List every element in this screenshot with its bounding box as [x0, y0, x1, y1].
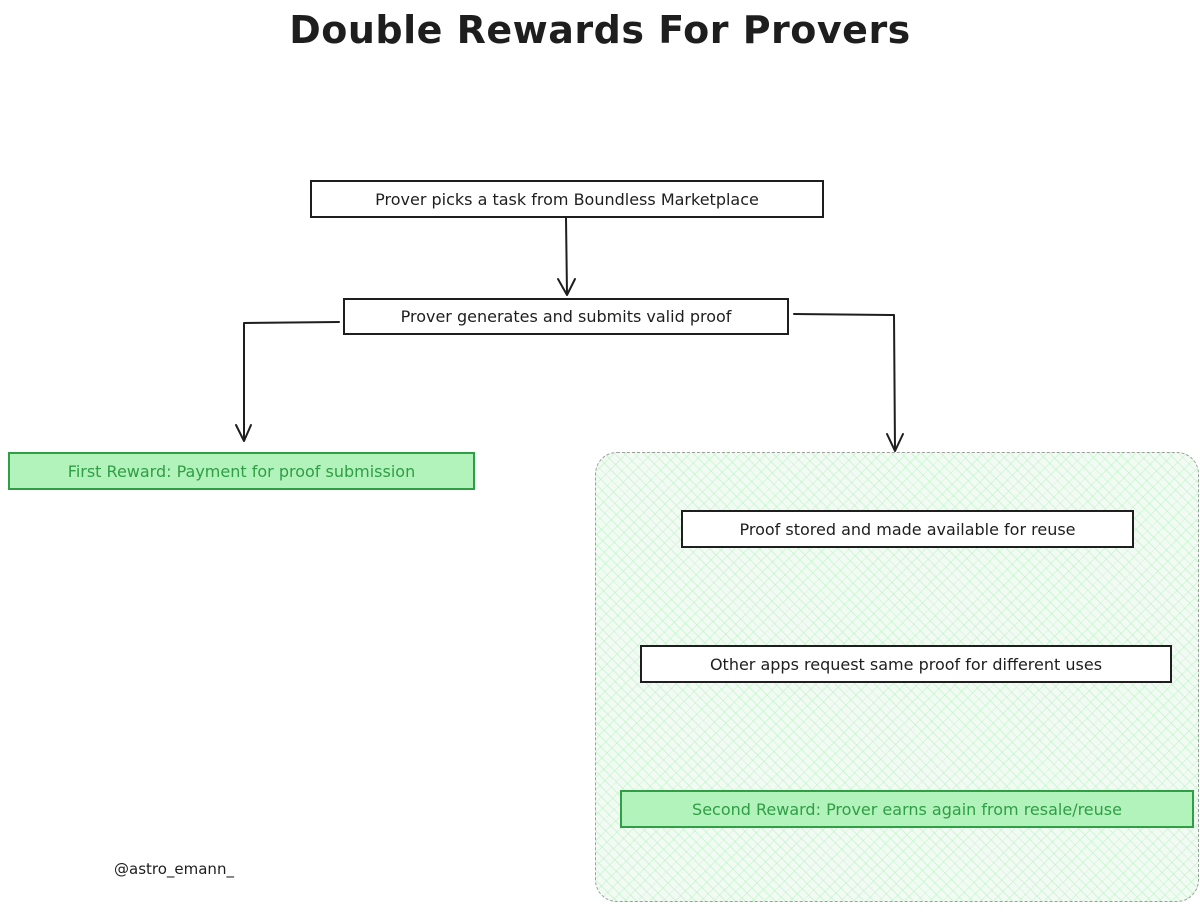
node-second-reward: Second Reward: Prover earns again from r…	[620, 790, 1194, 828]
node-first-reward: First Reward: Payment for proof submissi…	[8, 452, 475, 490]
arrowhead-submit-to-reuse-group	[886, 433, 904, 452]
arrow-submit-to-reuse-group	[793, 313, 896, 451]
node-submit-proof: Prover generates and submits valid proof	[343, 298, 789, 335]
arrowhead-pick-to-submit	[557, 278, 576, 296]
arrow-pick-to-submit	[565, 217, 568, 295]
arrowhead-submit-to-first-reward	[235, 424, 252, 442]
node-pick-task: Prover picks a task from Boundless Marke…	[310, 180, 824, 218]
arrow-submit-to-first-reward	[243, 321, 340, 441]
node-proof-stored: Proof stored and made available for reus…	[681, 510, 1134, 548]
diagram-title: Double Rewards For Provers	[289, 8, 911, 52]
author-handle: @astro_emann_	[114, 860, 234, 878]
node-other-apps: Other apps request same proof for differ…	[640, 645, 1172, 683]
